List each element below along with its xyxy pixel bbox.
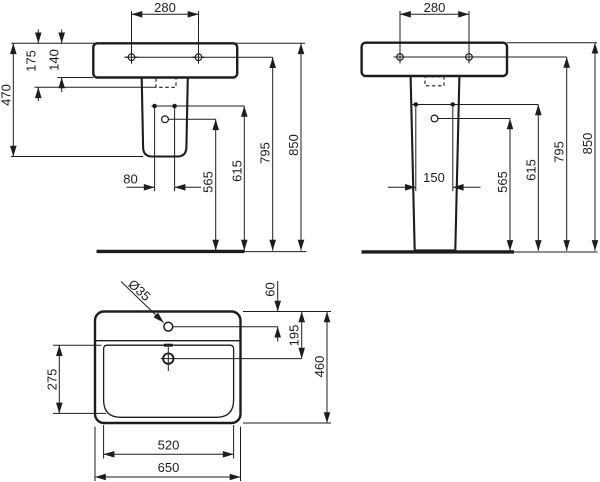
dim-hole-spacing: 280	[131, 0, 199, 53]
dim-label: 615	[523, 159, 538, 181]
dim-label: 795	[258, 142, 273, 164]
dim-bolt-height: 615	[229, 105, 248, 251]
dim-bolt-spacing: 150	[388, 107, 481, 191]
fixing-bolt-dot	[172, 103, 177, 109]
dim-label: 565	[495, 171, 510, 193]
dim-label: 175	[23, 50, 38, 72]
dim-label: 280	[424, 0, 446, 15]
dim-label: 275	[44, 369, 59, 391]
mounting-hole-icon	[462, 50, 476, 64]
dim-label: 470	[0, 84, 13, 106]
waste-outline-dashed	[424, 76, 445, 87]
outlet-circle	[430, 114, 439, 123]
dim-label: 850	[286, 134, 301, 156]
dim-rim-height: 850	[580, 42, 599, 251]
dim-hole-height: 795	[552, 56, 571, 251]
dim-bowl-width: 520	[103, 425, 235, 459]
drain-icon	[162, 347, 175, 371]
fixing-bolt-dot	[152, 103, 157, 109]
dim-label: 280	[154, 0, 176, 15]
bowl-outline	[102, 344, 235, 418]
dim-label: 60	[263, 282, 278, 296]
waste-outline-dashed	[155, 77, 177, 88]
dim-hole-height: 795	[258, 57, 277, 251]
outlet-circle	[161, 115, 170, 124]
dim-label: Ø35	[125, 276, 153, 304]
dim-rim-to-drain: 195	[287, 311, 306, 359]
fixing-bolt-dot	[450, 102, 456, 107]
dim-label: 650	[158, 460, 180, 475]
dim-bolt-spacing: 80	[123, 108, 201, 191]
dim-outlet-height: 565	[495, 118, 514, 251]
view-front-full-pedestal: 280 150 565 615 795 850	[360, 0, 599, 254]
basin-outline	[92, 42, 239, 79]
mounting-hole-icon	[393, 50, 407, 64]
pedestal-outline	[409, 74, 461, 252]
dim-rim-to-basin-bottom: 140	[47, 29, 94, 92]
dim-label: 195	[287, 325, 302, 347]
fixing-bolt-dot	[413, 102, 419, 107]
view-front-semi-pedestal: 280 175 140 470 80	[0, 0, 307, 254]
dim-label: 150	[423, 170, 445, 185]
dim-rim-height: 850	[286, 43, 305, 251]
dim-label: 565	[201, 171, 216, 193]
dim-label: 615	[229, 160, 244, 182]
basin-outline	[360, 41, 509, 78]
dim-rim-to-taphole: 60	[263, 281, 282, 342]
dim-rim-to-outlet: 175	[23, 29, 156, 101]
dim-label: 520	[158, 438, 180, 453]
dim-overall-depth: 460	[312, 311, 331, 424]
dim-bowl-depth: 275	[44, 344, 106, 414]
dim-label: 795	[552, 141, 567, 163]
dim-overall-width: 650	[94, 426, 241, 481]
dim-outlet-height: 565	[201, 119, 219, 251]
view-plan: Ø35 60 195 460 275	[44, 276, 331, 481]
dim-label: 460	[312, 356, 327, 378]
dim-label: 80	[123, 172, 137, 187]
dim-label: 140	[47, 49, 62, 71]
tap-hole-icon	[163, 321, 174, 332]
plan-basin-outline	[93, 310, 242, 425]
dim-bolt-height: 615	[523, 104, 542, 251]
dim-hole-spacing: 280	[399, 0, 470, 52]
dim-label: 850	[580, 133, 595, 155]
dim-rim-to-pedestal-bottom: 470	[0, 43, 143, 157]
